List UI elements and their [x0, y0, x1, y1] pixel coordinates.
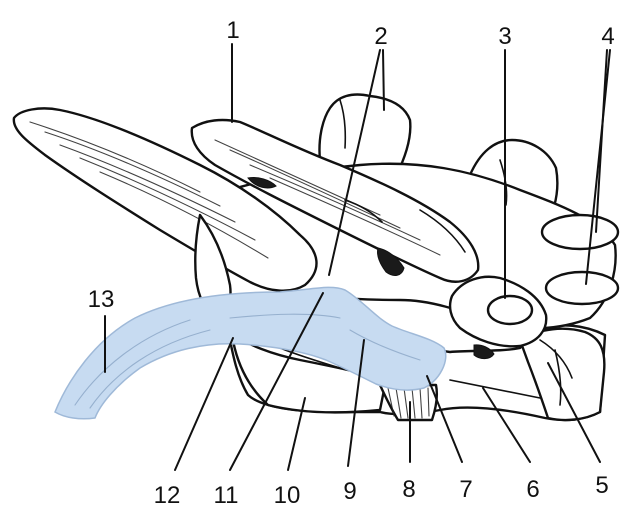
- label-12: 12: [154, 482, 181, 509]
- articular-facet-lower: [546, 272, 618, 304]
- label-8: 8: [402, 476, 415, 503]
- label-13: 13: [88, 286, 115, 313]
- label-10: 10: [274, 482, 301, 509]
- label-4: 4: [601, 23, 614, 50]
- foramen-lower: [474, 345, 494, 359]
- label-11: 11: [214, 482, 239, 509]
- facet-3-surface: [488, 296, 532, 324]
- label-5: 5: [595, 472, 608, 499]
- label-3: 3: [498, 23, 511, 50]
- label-6: 6: [526, 476, 539, 503]
- label-1: 1: [226, 17, 239, 44]
- label-7: 7: [459, 476, 472, 503]
- label-9: 9: [343, 478, 356, 505]
- articular-facet-upper: [542, 215, 618, 249]
- label-2: 2: [374, 23, 387, 50]
